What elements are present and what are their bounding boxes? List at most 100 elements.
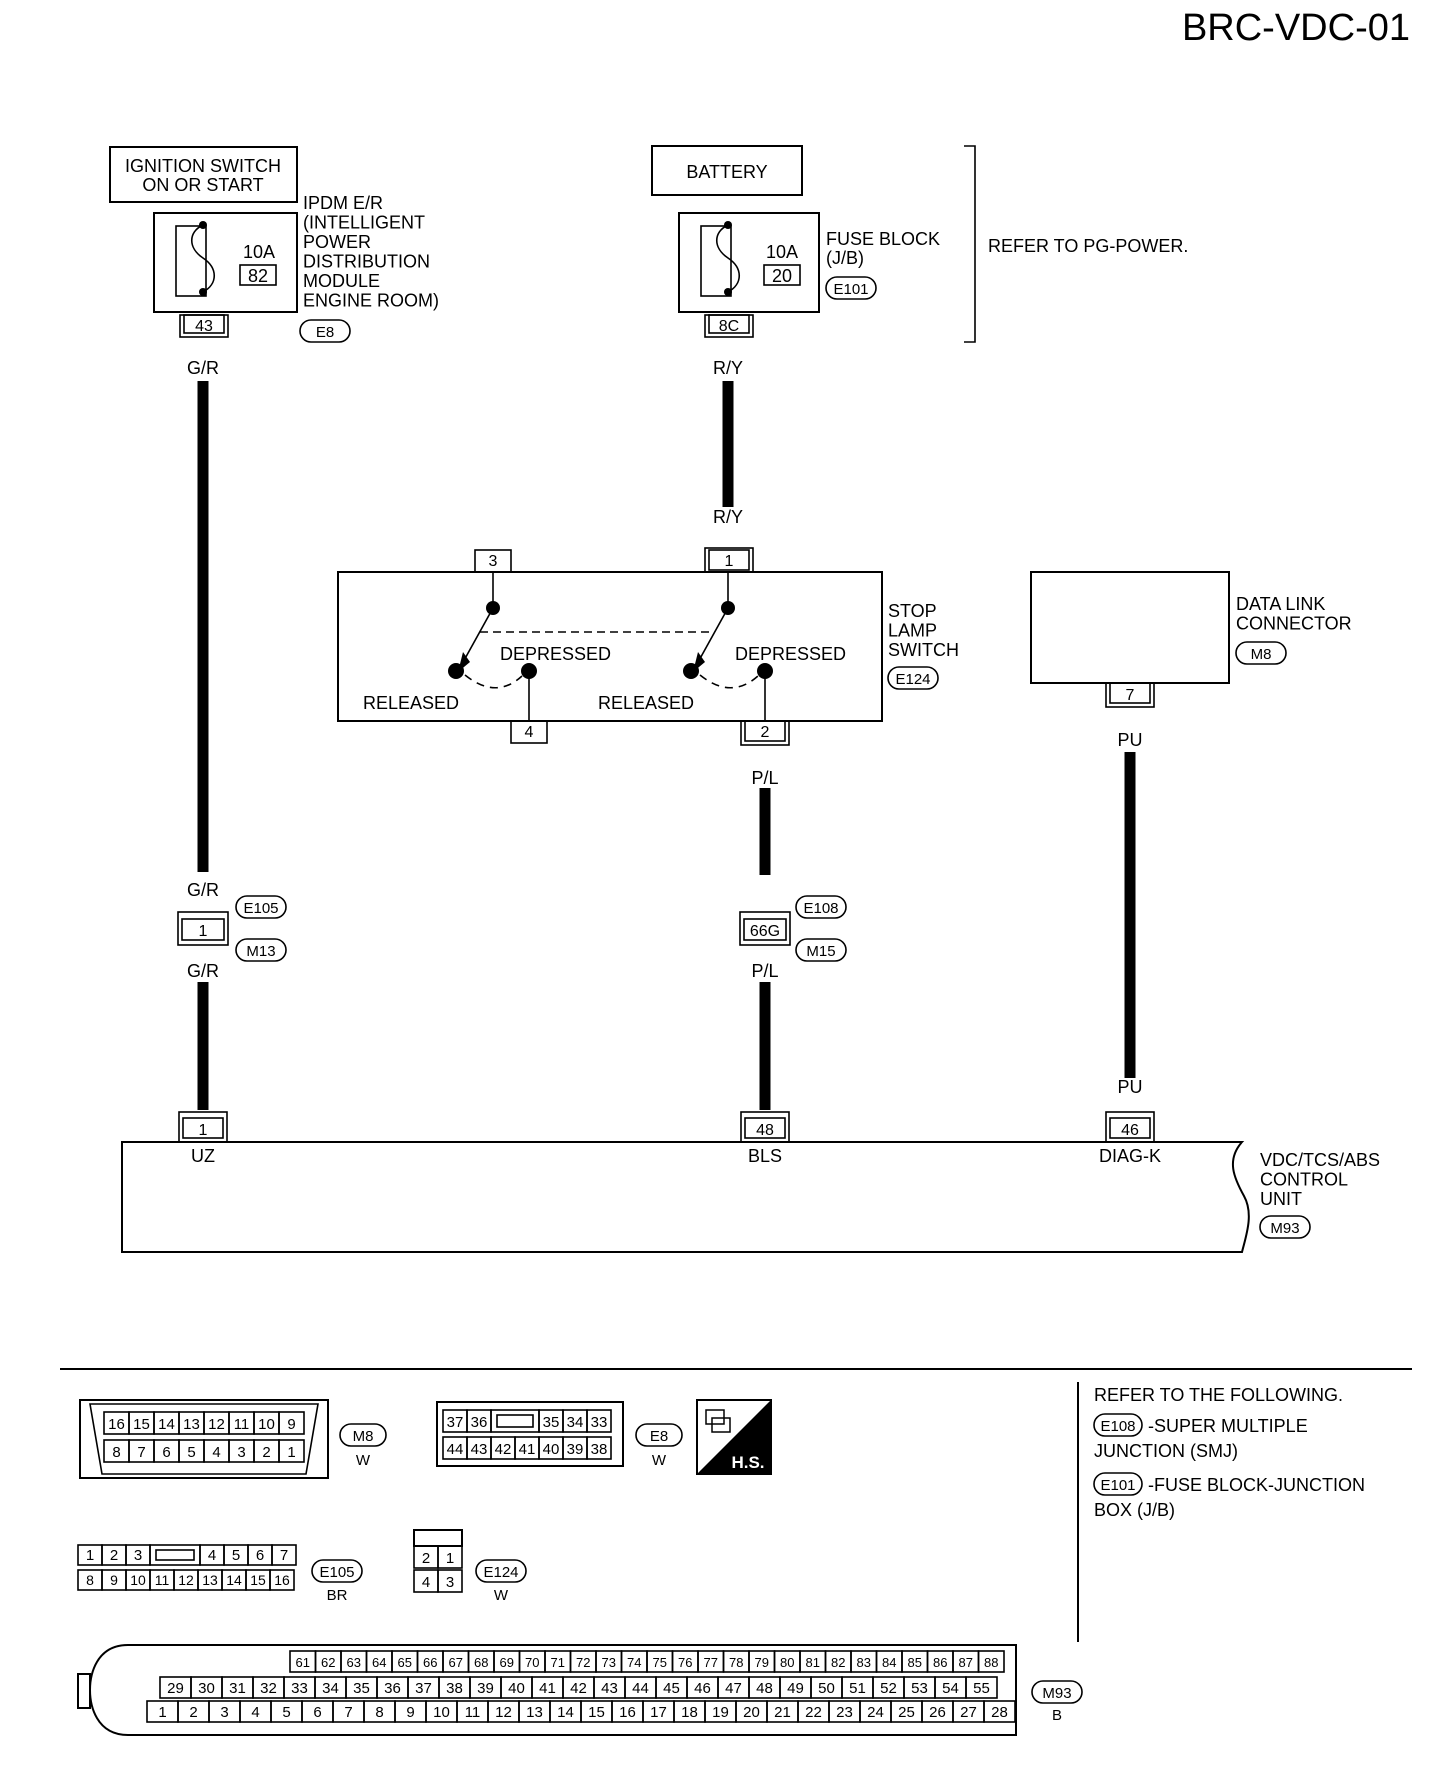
svg-text:W: W — [652, 1452, 667, 1469]
pin-number: 54 — [942, 1680, 959, 1697]
svg-text:1: 1 — [199, 1122, 208, 1139]
pin-number: 17 — [650, 1704, 667, 1721]
pin-number: 9 — [110, 1572, 118, 1588]
pin-number: 33 — [291, 1680, 308, 1697]
svg-text:E8: E8 — [316, 324, 334, 341]
stop-lamp-switch: 3 1 4 2 — [337, 547, 883, 746]
svg-text:W: W — [356, 1452, 371, 1469]
pin-number: 8 — [86, 1572, 94, 1588]
pin-number: 65 — [398, 1655, 412, 1670]
pin-number: 1 — [86, 1547, 94, 1564]
pin-number: 32 — [260, 1680, 277, 1697]
pin-number: 76 — [678, 1655, 692, 1670]
pin-number: 73 — [602, 1655, 616, 1670]
pin-number: 86 — [933, 1655, 947, 1670]
pin-number: 75 — [653, 1655, 667, 1670]
pin-number: 25 — [898, 1704, 915, 1721]
pin-number: 11 — [155, 1572, 170, 1588]
pin-number: 9 — [406, 1704, 414, 1721]
pin-number: 44 — [447, 1441, 464, 1458]
refer-following: REFER TO THE FOLLOWING. — [1094, 1385, 1343, 1405]
joint-connector-66g: 66G — [739, 911, 791, 946]
pin-number: 34 — [322, 1680, 339, 1697]
pin-number: 36 — [384, 1680, 401, 1697]
wire-pl-top: P/L — [751, 768, 778, 788]
pin-cell — [278, 1411, 305, 1435]
refer-pg-power: REFER TO PG-POWER. — [988, 236, 1188, 256]
pin-number: 18 — [681, 1704, 698, 1721]
pin-number: 38 — [591, 1441, 608, 1458]
pin-number: 44 — [632, 1680, 649, 1697]
pin-number: 13 — [183, 1416, 200, 1433]
wire-pu-bottom: PU — [1117, 1077, 1142, 1097]
joint-connector-1: 1 — [177, 911, 229, 946]
pin-number: 69 — [500, 1655, 514, 1670]
svg-text:3: 3 — [489, 553, 498, 570]
pin-dlc-7: 7 — [1105, 682, 1155, 708]
wire-gr-mid2: G/R — [187, 961, 219, 981]
pin-number: 26 — [929, 1704, 946, 1721]
battery-label: BATTERY — [686, 162, 767, 182]
pin-number: 74 — [627, 1655, 641, 1670]
svg-text:48: 48 — [756, 1122, 774, 1139]
page-title: BRC-VDC-01 — [1182, 7, 1410, 49]
connector-m15-label: M15 — [795, 938, 847, 962]
svg-text:M93: M93 — [1270, 1220, 1299, 1237]
pin-number: 66 — [423, 1655, 437, 1670]
pin-cell — [965, 1676, 998, 1699]
pin-number: 81 — [806, 1655, 820, 1670]
pin-number: 28 — [991, 1704, 1008, 1721]
pin-cell — [977, 1650, 1005, 1673]
connector-e124-label: E124 — [887, 666, 939, 690]
svg-text:E101: E101 — [833, 281, 868, 298]
svg-text:BR: BR — [327, 1587, 348, 1604]
pin-number: 83 — [857, 1655, 871, 1670]
pin-cell — [278, 1439, 305, 1463]
released-right: RELEASED — [598, 693, 694, 713]
pin-number: 14 — [158, 1416, 175, 1433]
svg-text:M8: M8 — [353, 1428, 374, 1445]
pin-number: 6 — [162, 1444, 170, 1461]
fb-fuse-amp: 10A — [766, 242, 798, 262]
pin-number: 10 — [258, 1416, 275, 1433]
pin-number: 16 — [274, 1572, 290, 1588]
wire-pu-top: PU — [1117, 730, 1142, 750]
pin-sls-3: 3 — [474, 549, 512, 573]
pin-number: 6 — [313, 1704, 321, 1721]
connector-m13-label: M13 — [235, 938, 287, 962]
battery: BATTERY — [651, 145, 803, 196]
pin-number: 37 — [447, 1414, 464, 1431]
pin-number: 15 — [250, 1572, 266, 1588]
pin-sls-1: 1 — [704, 547, 754, 573]
pin-number: 67 — [449, 1655, 463, 1670]
pin-number: 61 — [296, 1655, 310, 1670]
svg-text:E8: E8 — [650, 1428, 668, 1445]
pin-number: 12 — [208, 1416, 225, 1433]
svg-text:M93: M93 — [1042, 1685, 1071, 1702]
pin-number: 41 — [539, 1680, 556, 1697]
pin-number: 31 — [229, 1680, 246, 1697]
pin-cell — [437, 1569, 463, 1593]
pin-ipdm-43: 43 — [179, 314, 229, 338]
svg-text:43: 43 — [195, 318, 213, 335]
pin-number: 63 — [347, 1655, 361, 1670]
connector-m8-label: M8 — [1235, 641, 1287, 665]
ipdm-fuse-box: 10A 82 — [153, 212, 298, 313]
svg-text:E108: E108 — [803, 900, 838, 917]
pin-number: 12 — [495, 1704, 512, 1721]
pin-number: 42 — [495, 1441, 512, 1458]
pin-number: 40 — [508, 1680, 525, 1697]
pin-number: 41 — [519, 1441, 536, 1458]
pin-cell — [586, 1409, 612, 1433]
pin-number: 13 — [202, 1572, 218, 1588]
pin-number: 1 — [287, 1444, 295, 1461]
pin-number: 2 — [110, 1547, 118, 1564]
connector-e105-label: E105 — [235, 895, 287, 919]
pin-cell — [269, 1569, 295, 1591]
pin-number: 19 — [712, 1704, 729, 1721]
svg-text:E101: E101 — [1100, 1477, 1135, 1494]
